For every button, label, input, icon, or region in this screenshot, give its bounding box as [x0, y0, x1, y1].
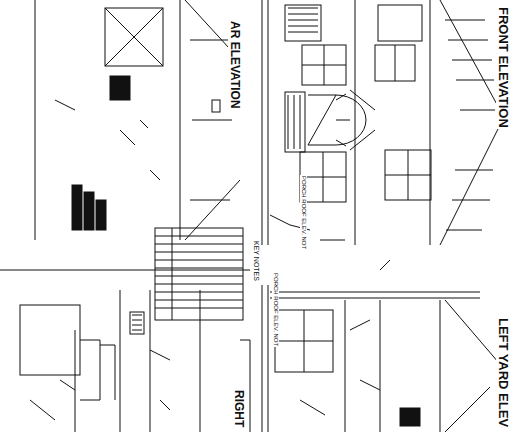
- note-text: KEY NOTES: [252, 240, 260, 282]
- view-title: AR ELEVATION: [228, 20, 241, 110]
- view-title: RIGHT: [232, 389, 245, 428]
- note-text: PORCH ROOF ELEV. NOT: [272, 272, 279, 347]
- left-yard-elevation: [262, 260, 505, 432]
- view-title: LEFT YARD ELEV: [496, 317, 510, 428]
- key-notes-table: [155, 228, 243, 320]
- view-title: FRONT ELEVATION: [496, 6, 510, 129]
- rear-elevation: [35, 0, 240, 240]
- right-elevation: [0, 270, 250, 432]
- note-text: PORCH ROOF ELEV. NOT: [300, 175, 307, 250]
- front-elevation: [262, 0, 500, 245]
